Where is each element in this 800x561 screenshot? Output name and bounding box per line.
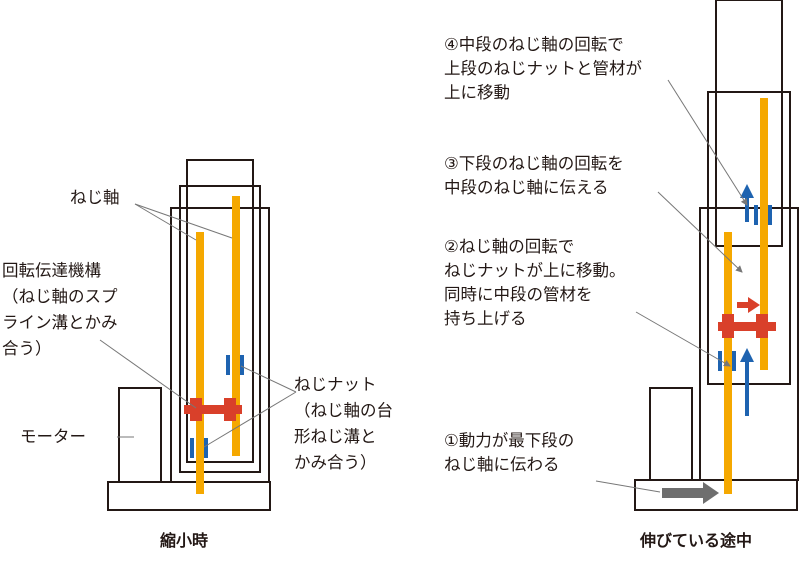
caption-extending: 伸びている途中 (640, 531, 753, 550)
step-1-text: ①動力が最下段の ねじ軸に伝わる (444, 431, 575, 474)
upward-arrow-upper (740, 184, 754, 222)
label-motor: モーター (20, 427, 86, 446)
left-lower-screw-nut (190, 438, 208, 458)
left-middle-tube (179, 185, 261, 473)
label-screw-nut: ねじナット （ねじ軸の台 形ねじ溝と かみ合う） (294, 375, 393, 472)
step-3-text: ③下段のねじ軸の回転を 中段のねじ軸に伝える (444, 154, 624, 197)
left-middle-screw-shaft (232, 196, 240, 456)
right-motor-box (649, 387, 693, 481)
label-transmission-mechanism: 回転伝達機構 （ねじ軸のスプ ライン溝とかみ 合う） (2, 261, 118, 358)
power-input-arrow (662, 482, 719, 504)
left-middle-screw-nut (226, 355, 244, 375)
step-2-text: ②ねじ軸の回転で ねじナットが上に移動。 同時に中段の管材を 持ち上げる (444, 237, 626, 328)
left-motor-box (118, 387, 162, 483)
upward-arrow-lower (740, 348, 754, 416)
contracted-assembly (107, 159, 271, 511)
right-leader-lines (595, 79, 748, 493)
right-lower-screw-nut (718, 351, 736, 371)
left-upper-tube (186, 159, 254, 463)
red-horizontal-arrow (737, 297, 760, 313)
right-middle-screw-shaft (760, 98, 768, 370)
left-transmission-mechanism (184, 398, 242, 421)
extending-assembly (634, 0, 799, 511)
left-lower-tube (170, 207, 270, 483)
right-middle-tube (707, 91, 791, 385)
right-transmission-mechanism (718, 314, 776, 338)
left-lower-screw-shaft (196, 232, 204, 494)
label-screw-shaft: ねじ軸 (70, 188, 120, 207)
left-base-plate (107, 481, 271, 511)
right-middle-screw-nut (754, 205, 772, 225)
right-upper-tube (715, 0, 783, 247)
right-lower-tube (699, 207, 799, 481)
caption-contracted: 縮小時 (160, 531, 209, 550)
left-leader-lines (99, 203, 297, 448)
step-4-text: ④中段のねじ軸の回転で 上段のねじナットと管材が 上に移動 (444, 35, 642, 102)
